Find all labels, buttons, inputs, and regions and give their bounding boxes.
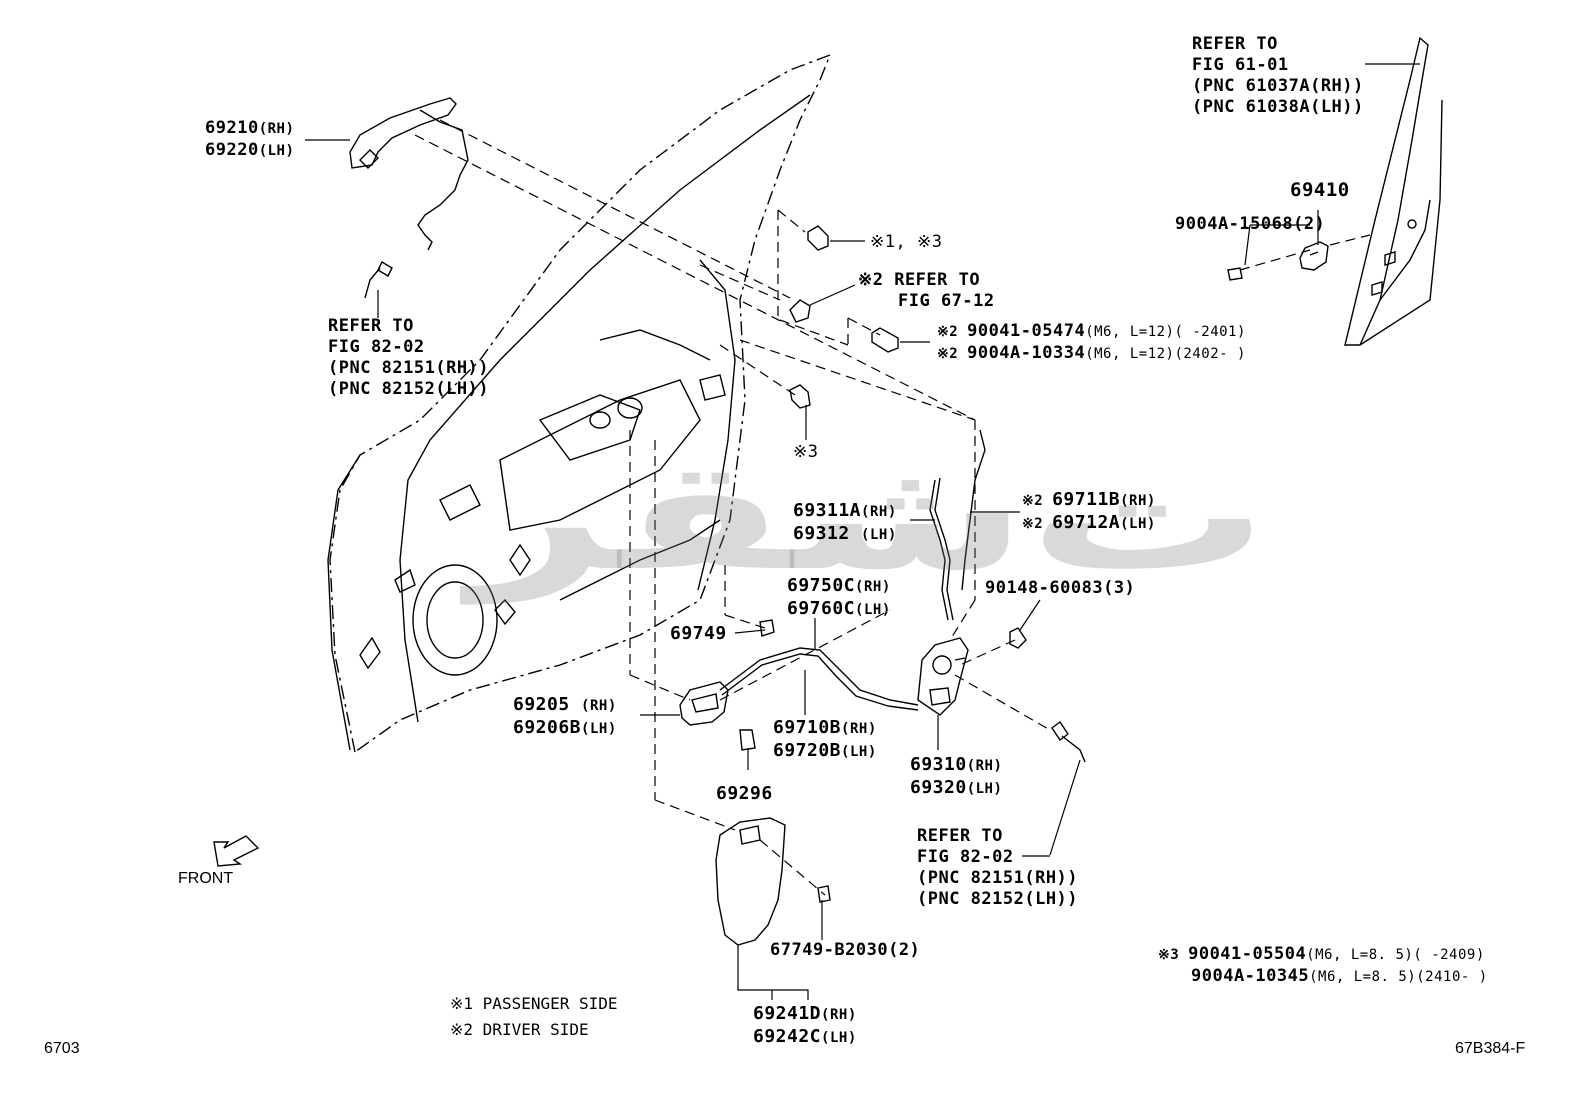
cables bbox=[719, 647, 1086, 763]
callout-screw-69296: 69296 bbox=[716, 783, 773, 804]
legend-notes: ※1 PASSENGER SIDE ※2 DRIVER SIDE bbox=[450, 994, 618, 1039]
striker bbox=[1227, 241, 1329, 281]
watermark: ﺕﺷﻘﺮ bbox=[470, 432, 1282, 600]
callout-inner-handle: 69205 (RH) 69206B(LH) bbox=[513, 694, 617, 738]
callout-bolt-driver: ※2 90041-05474(M6, L=12)( -2401) ※2 9004… bbox=[937, 321, 1246, 363]
callout-striker-screw: 9004A-15068(2) bbox=[1175, 214, 1326, 234]
callout-cover: 69241D(RH) 69242C(LH) bbox=[753, 1003, 857, 1047]
callout-bolt-3: ※3 bbox=[793, 442, 819, 462]
callout-rod-a: 69311A(RH) 69312 (LH) bbox=[793, 500, 897, 544]
callout-cable-b: 69710B(RH) 69720B(LH) bbox=[773, 717, 877, 761]
callout-clip-67749: 67749-B2030(2) bbox=[770, 940, 921, 960]
figure-code: 67B384-F bbox=[1455, 1040, 1526, 1057]
door-outline-solid bbox=[327, 94, 811, 751]
lock-rods bbox=[929, 429, 986, 621]
callout-refer-fig-61-01: REFER TO FIG 61-01 (PNC 61037A(RH)) (PNC… bbox=[1192, 34, 1364, 117]
body-pillar bbox=[1344, 36, 1443, 346]
lock-cover bbox=[715, 817, 786, 946]
callout-rod-b: ※2 69711B(RH) ※2 69712A(LH) bbox=[1022, 489, 1156, 533]
door-lock-assembly bbox=[917, 637, 969, 716]
callout-refer-fig-82-02-bottom: REFER TO FIG 82-02 (PNC 82151(RH)) (PNC … bbox=[917, 826, 1079, 909]
callout-refer-fig-82-02-top: REFER TO FIG 82-02 (PNC 82151(RH)) (PNC … bbox=[328, 316, 490, 399]
callout-bolt-notes: ※3 90041-05504(M6, L=8. 5)( -2409) 9004A… bbox=[1158, 944, 1488, 986]
front-arrow-icon bbox=[213, 835, 260, 867]
callout-bolt-1-3: ※1, ※3 bbox=[870, 232, 943, 252]
callout-cable-c: 69750C(RH) 69760C(LH) bbox=[787, 575, 891, 619]
callout-clip: 69749 bbox=[670, 623, 727, 644]
page-code: 6703 bbox=[44, 1040, 80, 1057]
front-label: FRONT bbox=[178, 870, 234, 887]
leader-lines bbox=[305, 63, 1420, 1000]
callout-refer-fig-67-12: ※2 REFER TO FIG 67-12 bbox=[858, 270, 995, 311]
callout-striker: 69410 bbox=[1290, 179, 1350, 201]
callout-outer-handle: 69210(RH) 69220(LH) bbox=[205, 118, 295, 160]
callout-lock: 69310(RH) 69320(LH) bbox=[910, 754, 1003, 798]
inner-door-handle bbox=[679, 681, 729, 726]
outer-door-handle bbox=[349, 97, 469, 299]
callout-lock-screw: 90148-60083(3) bbox=[985, 578, 1136, 598]
bolts bbox=[739, 225, 1027, 903]
